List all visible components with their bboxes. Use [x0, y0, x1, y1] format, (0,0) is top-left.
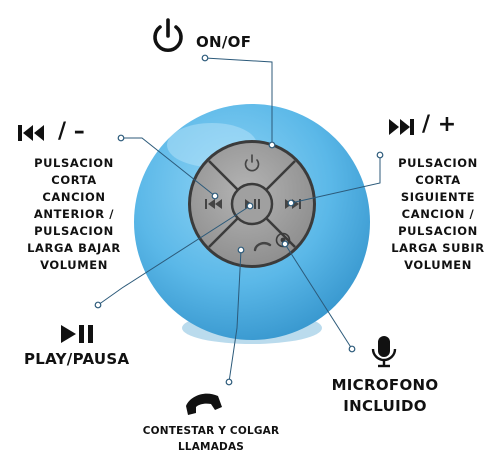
- power-icon: [153, 18, 183, 53]
- pad-power-icon: [244, 154, 260, 172]
- next-track-icon: [389, 119, 414, 135]
- pad-previous-icon: [205, 199, 222, 209]
- phone-icon: [186, 393, 222, 415]
- leader-lines: [97, 57, 381, 383]
- previous-track-icon: [18, 125, 44, 141]
- play-pause-icon: [61, 325, 93, 343]
- microphone-icon: [371, 336, 397, 368]
- power-label: ON/OF: [196, 33, 252, 51]
- next-symbol: / +: [422, 112, 457, 137]
- next-description: PULSACION CORTA SIGUIENTE CANCION / PULS…: [391, 156, 485, 272]
- call-label: CONTESTAR Y COLGAR LLAMADAS: [142, 425, 280, 453]
- microphone-label: MICROFONO INCLUIDO: [331, 376, 439, 415]
- play-pause-label: PLAY/PAUSA: [24, 350, 130, 368]
- pad-phone-icon: [253, 242, 272, 252]
- previous-description: PULSACION CORTA CANCION ANTERIOR / PULSA…: [27, 156, 121, 272]
- previous-symbol: / –: [58, 119, 85, 144]
- leader-dots: [94, 54, 384, 386]
